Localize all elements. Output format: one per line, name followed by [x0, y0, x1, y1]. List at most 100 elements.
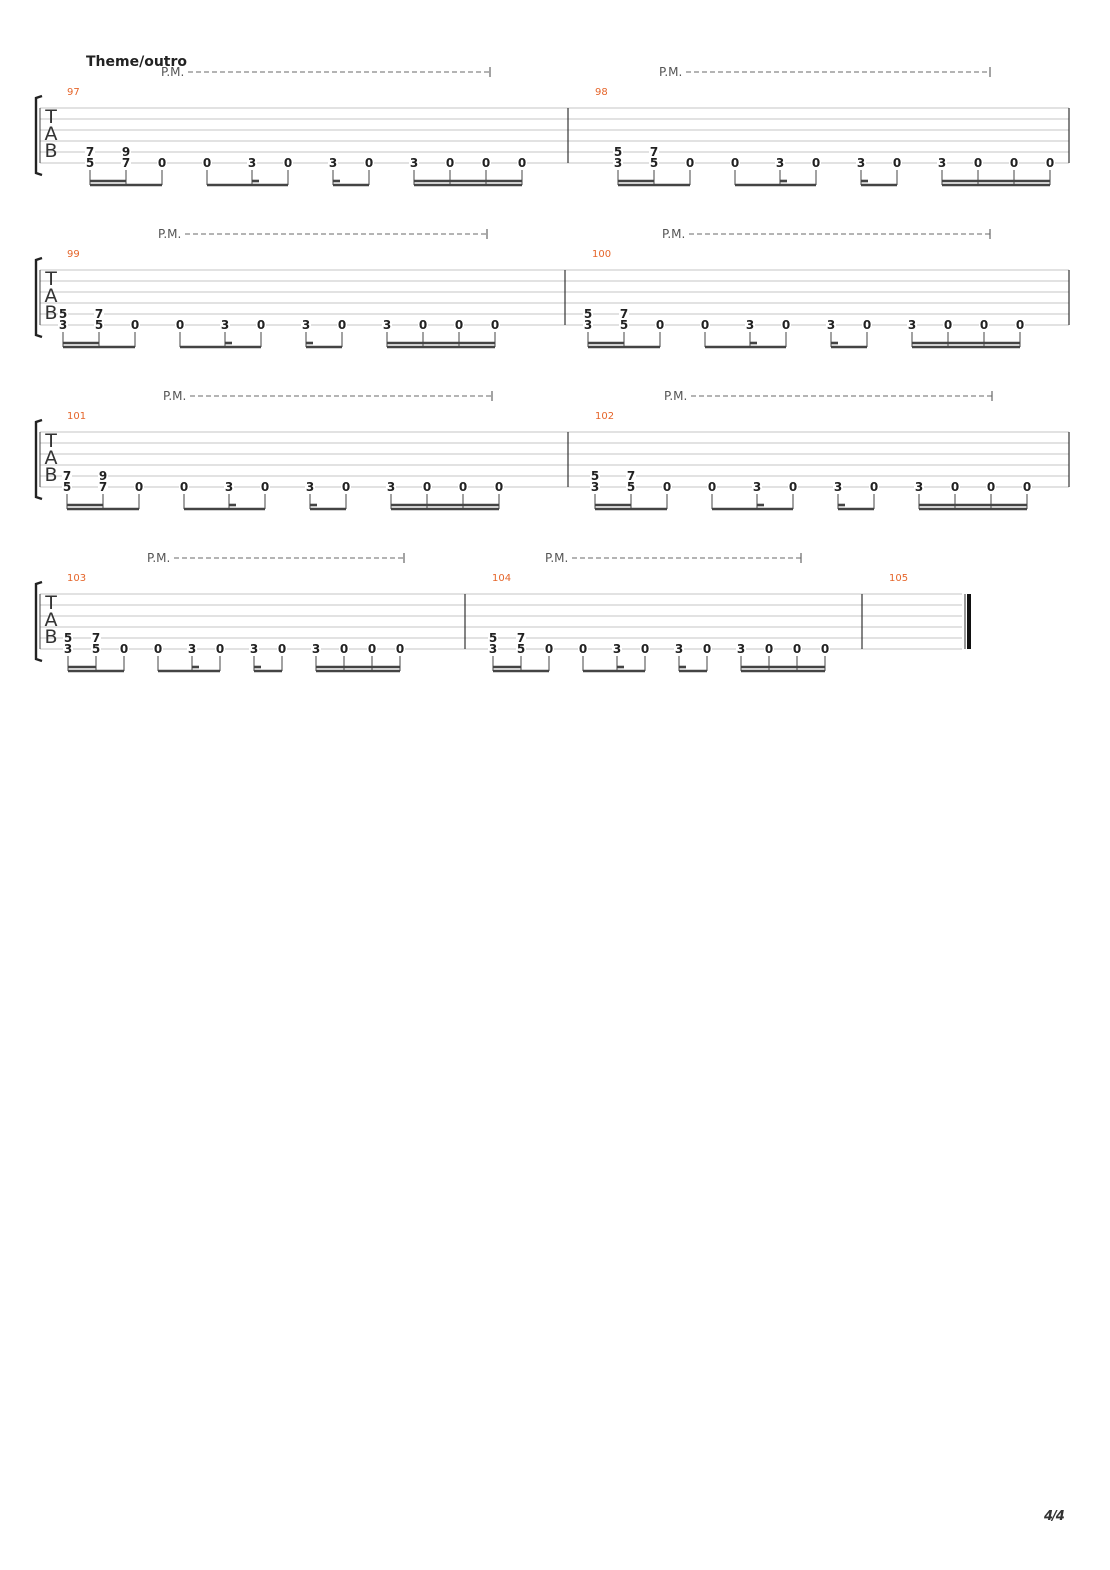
- fret-background: [788, 481, 798, 493]
- fret-number: 0: [284, 156, 292, 170]
- measure-number: 97: [67, 87, 80, 98]
- fret-background: [94, 319, 104, 331]
- fret-number: 5: [92, 642, 100, 656]
- fret-background: [649, 157, 659, 169]
- fret-number: 3: [410, 156, 418, 170]
- fret-number: 3: [737, 642, 745, 656]
- fret-background: [187, 643, 197, 655]
- fret-number: 3: [827, 318, 835, 332]
- fret-background: [950, 481, 960, 493]
- fret-background: [892, 157, 902, 169]
- fret-number: 0: [131, 318, 139, 332]
- fret-number: 3: [857, 156, 865, 170]
- fret-number: 3: [306, 480, 314, 494]
- fret-number: 9: [122, 145, 130, 159]
- fret-background: [98, 481, 108, 493]
- fret-number: 0: [951, 480, 959, 494]
- fret-number: 3: [221, 318, 229, 332]
- fret-background: [367, 643, 377, 655]
- fret-number: 0: [893, 156, 901, 170]
- fret-number: 0: [261, 480, 269, 494]
- tab-clef-letter: A: [45, 285, 58, 307]
- fret-number: 3: [675, 642, 683, 656]
- fret-background: [94, 308, 104, 320]
- fret-background: [382, 319, 392, 331]
- fret-background: [494, 481, 504, 493]
- fret-background: [979, 319, 989, 331]
- fret-number: 7: [627, 469, 635, 483]
- measure-number: 103: [67, 573, 86, 584]
- palm-mute-label: P.M.: [662, 227, 685, 241]
- fret-number: 0: [158, 156, 166, 170]
- fret-number: 0: [579, 642, 587, 656]
- fret-number: 0: [987, 480, 995, 494]
- fret-number: 3: [64, 642, 72, 656]
- fret-number: 5: [614, 145, 622, 159]
- fret-background: [640, 643, 650, 655]
- fret-background: [249, 643, 259, 655]
- tab-clef-letter: A: [45, 123, 58, 145]
- fret-number: 0: [135, 480, 143, 494]
- fret-number: 0: [495, 480, 503, 494]
- fret-background: [418, 319, 428, 331]
- measure-number: 99: [67, 249, 80, 260]
- fret-background: [488, 632, 498, 644]
- fret-number: 5: [517, 642, 525, 656]
- fret-number: 5: [591, 469, 599, 483]
- fret-background: [119, 643, 129, 655]
- fret-background: [130, 319, 140, 331]
- fret-background: [590, 470, 600, 482]
- fret-background: [820, 643, 830, 655]
- fret-number: 0: [1046, 156, 1054, 170]
- fret-number: 0: [518, 156, 526, 170]
- fret-background: [454, 319, 464, 331]
- fret-background: [91, 632, 101, 644]
- palm-mute-label: P.M.: [163, 389, 186, 403]
- measure-number: 104: [492, 573, 511, 584]
- fret-background: [91, 643, 101, 655]
- fret-number: 7: [650, 145, 658, 159]
- fret-number: 0: [180, 480, 188, 494]
- fret-number: 3: [188, 642, 196, 656]
- palm-mute-label: P.M.: [664, 389, 687, 403]
- fret-background: [649, 146, 659, 158]
- tab-clef-letter: T: [44, 106, 57, 128]
- fret-number: 5: [584, 307, 592, 321]
- fret-background: [613, 146, 623, 158]
- fret-number: 0: [863, 318, 871, 332]
- fret-background: [58, 319, 68, 331]
- fret-number: 0: [482, 156, 490, 170]
- fret-background: [612, 643, 622, 655]
- fret-background: [62, 470, 72, 482]
- fret-number: 5: [620, 318, 628, 332]
- fret-number: 0: [789, 480, 797, 494]
- fret-number: 0: [731, 156, 739, 170]
- fret-number: 0: [980, 318, 988, 332]
- fret-background: [445, 157, 455, 169]
- fret-background: [157, 157, 167, 169]
- fret-background: [490, 319, 500, 331]
- fret-background: [862, 319, 872, 331]
- fret-background: [121, 157, 131, 169]
- fret-background: [702, 643, 712, 655]
- fret-number: 0: [455, 318, 463, 332]
- tab-clef-letter: B: [44, 626, 57, 648]
- fret-number: 3: [584, 318, 592, 332]
- fret-background: [1009, 157, 1019, 169]
- fret-background: [833, 481, 843, 493]
- fret-number: 0: [1016, 318, 1024, 332]
- fret-background: [63, 643, 73, 655]
- fret-background: [517, 157, 527, 169]
- fret-number: 0: [703, 642, 711, 656]
- tab-clef-letter: T: [44, 268, 57, 290]
- fret-background: [341, 481, 351, 493]
- fret-number: 3: [383, 318, 391, 332]
- fret-background: [544, 643, 554, 655]
- fret-number: 0: [641, 642, 649, 656]
- fret-number: 0: [203, 156, 211, 170]
- fret-background: [58, 308, 68, 320]
- fret-background: [745, 319, 755, 331]
- fret-number: 5: [63, 480, 71, 494]
- tab-clef-letter: A: [45, 609, 58, 631]
